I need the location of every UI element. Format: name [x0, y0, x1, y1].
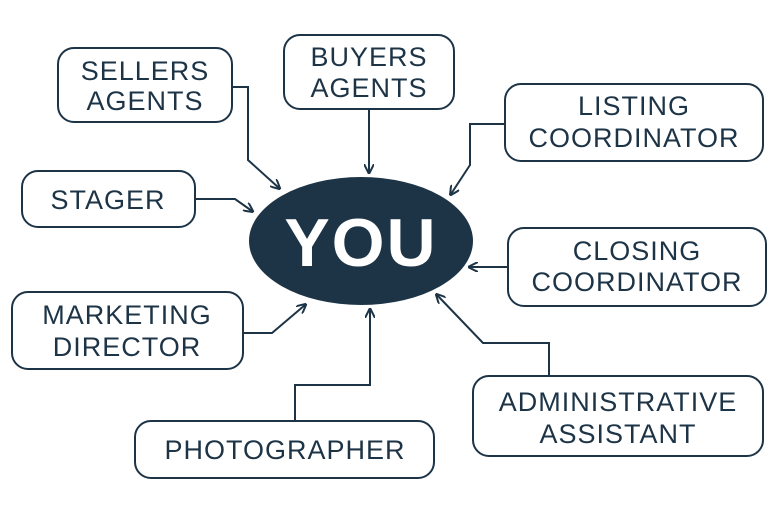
- node-label-line: BUYERS: [310, 42, 427, 72]
- node-label-line: PHOTOGRAPHER: [164, 435, 405, 465]
- arrow-sellers-agents: [233, 86, 279, 188]
- arrow-listing-coordinator: [451, 123, 505, 194]
- node-stager: STAGER: [21, 170, 196, 228]
- node-label-line: ASSISTANT: [539, 419, 696, 449]
- node-label-line: COORDINATOR: [528, 123, 739, 153]
- node-label-line: AGENTS: [310, 73, 427, 103]
- center-node: YOU: [249, 177, 473, 305]
- node-marketing-director: MARKETING DIRECTOR: [11, 291, 244, 370]
- center-ellipse: [249, 177, 473, 305]
- node-buyers-agents: BUYERS AGENTS: [283, 34, 455, 110]
- node-closing-coordinator: CLOSING COORDINATOR: [507, 227, 767, 307]
- node-label-line: ADMINISTRATIVE: [499, 387, 738, 417]
- node-listing-coordinator: LISTING COORDINATOR: [504, 83, 764, 162]
- connectors: [195, 86, 550, 421]
- node-label-line: DIRECTOR: [53, 332, 202, 362]
- node-label-line: STAGER: [50, 185, 165, 215]
- node-label-line: SELLERS: [81, 56, 210, 86]
- node-administrative-assistant: ADMINISTRATIVE ASSISTANT: [472, 375, 764, 457]
- node-sellers-agents: SELLERS AGENTS: [57, 47, 233, 123]
- arrow-photographer: [294, 310, 370, 421]
- arrow-administrative-assistant: [437, 295, 550, 376]
- arrow-marketing-director: [243, 305, 305, 334]
- node-photographer: PHOTOGRAPHER: [134, 420, 435, 479]
- node-label-line: COORDINATOR: [531, 267, 742, 297]
- arrow-stager: [195, 198, 252, 211]
- node-label-line: LISTING: [578, 91, 690, 121]
- node-label-line: CLOSING: [573, 236, 702, 266]
- node-label-line: AGENTS: [86, 86, 203, 116]
- center-label: YOU: [284, 205, 437, 281]
- node-label-line: MARKETING: [42, 300, 212, 330]
